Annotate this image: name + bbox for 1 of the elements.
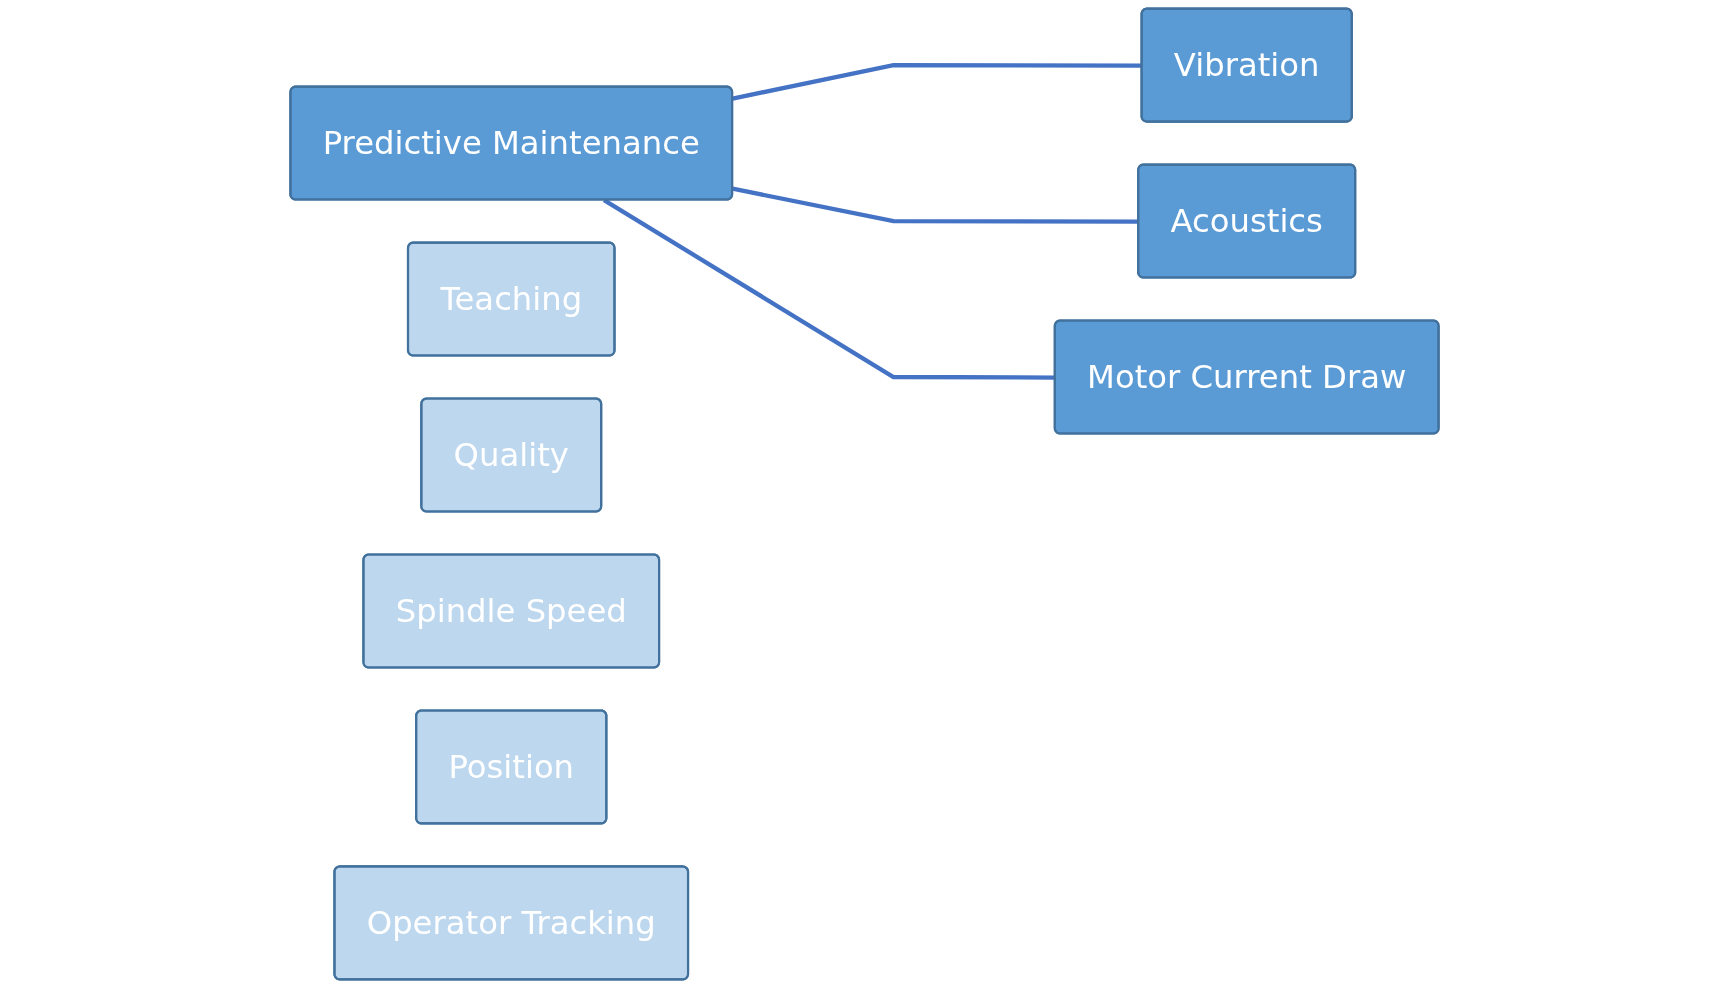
connector bbox=[732, 186, 1139, 224]
